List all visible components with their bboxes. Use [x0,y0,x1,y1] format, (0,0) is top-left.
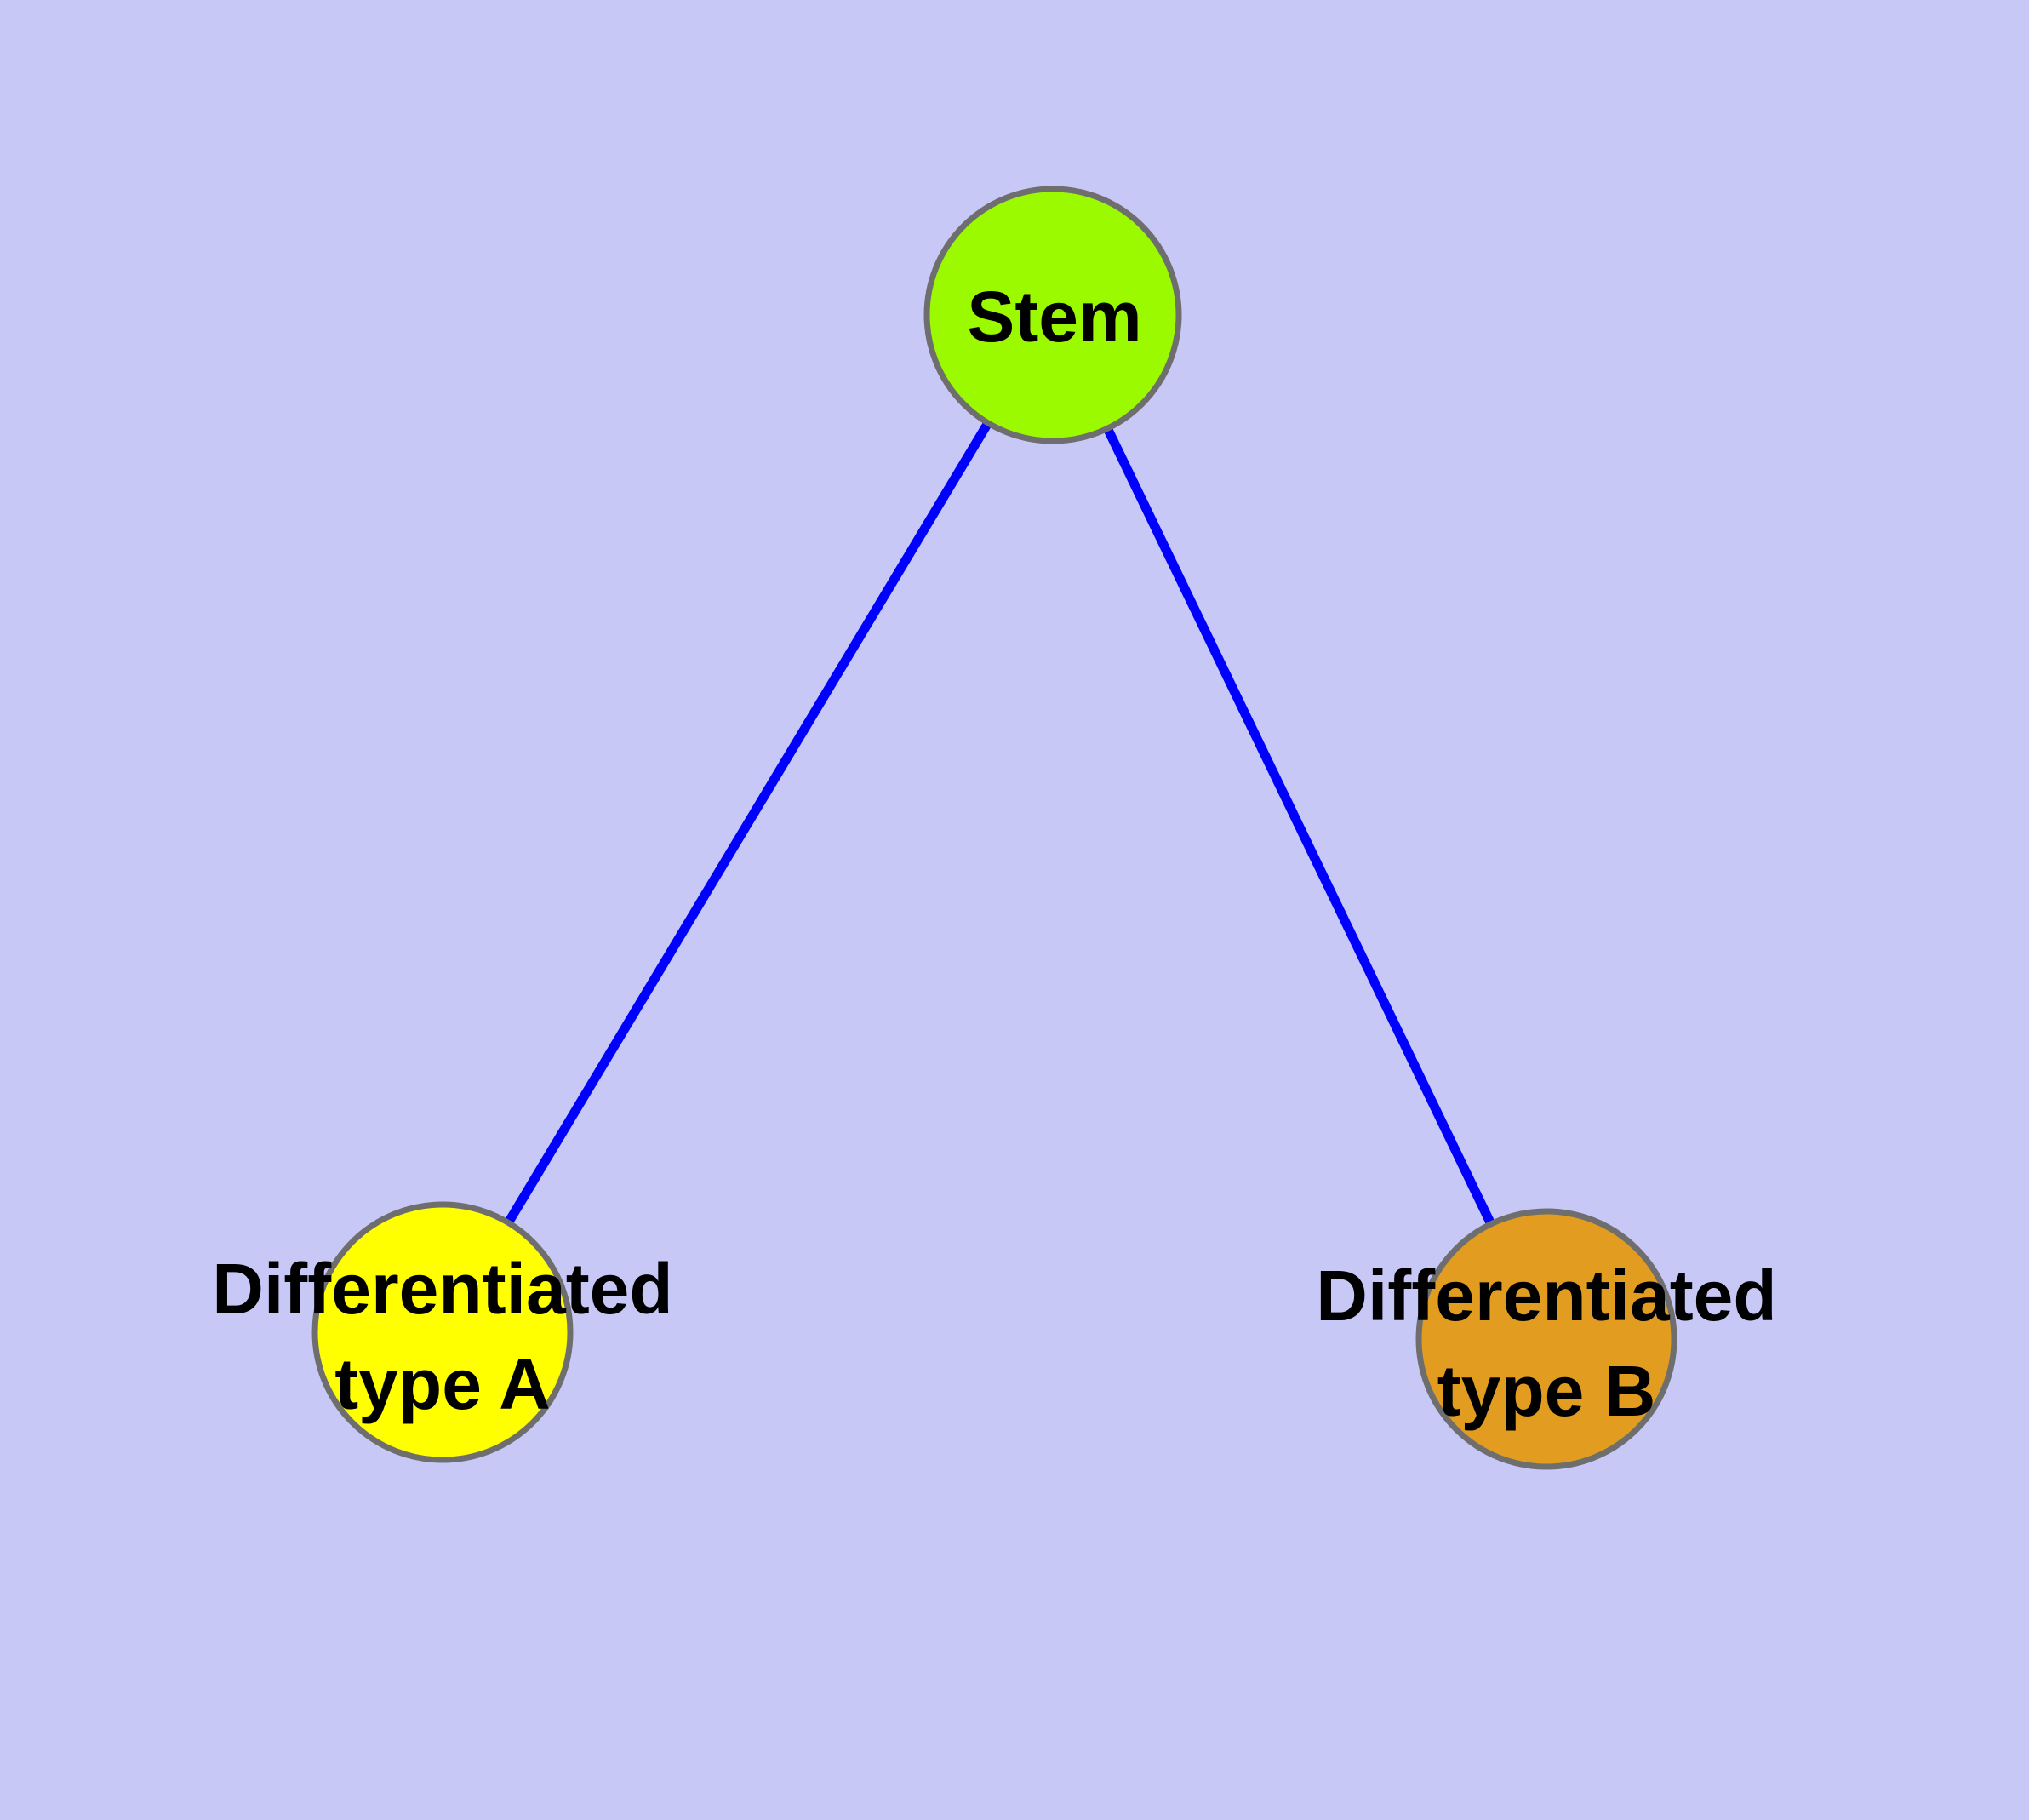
edge-stem-to-type-b [1049,312,1551,1342]
type-a-node-circle [311,1201,574,1463]
type-b-node-circle [1415,1208,1677,1470]
edge-stem-to-type-a [438,312,1057,1335]
stem-node-circle [923,186,1182,444]
